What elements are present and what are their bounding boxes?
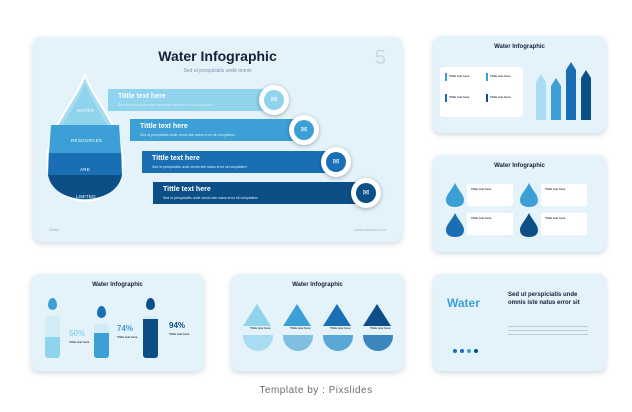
thumb4-percent-3: 94% [169,321,186,330]
thumb2-item-1: Tittle text here [449,74,470,78]
band-3-title: Tittle text here [152,155,200,162]
slide-thumbnail-5[interactable]: Water Infographic Tittle text here Tittl… [231,274,404,371]
main-slide-preview[interactable]: Water Infographic Sed ut perspiciatis un… [33,37,402,242]
water-drop-graphic [45,73,125,203]
thumb5-triangles [243,304,391,326]
thumb2-title: Water Infographic [494,44,545,50]
thumb4-item-2: Tittle text here [117,335,138,339]
band-2-title: Tittle text here [140,123,188,130]
thumb5-item-2: Tittle text here [290,326,311,330]
drop-label-limited: LIMITED [76,194,96,199]
thumb6-headline: Sed ut perspiciatis unde omnis iste natu… [508,292,580,306]
thumb5-item-4: Tittle text here [370,326,391,330]
chat-icon: ✉ [270,95,278,104]
thumb5-title: Water Infographic [292,282,343,288]
thumb3-card-3-title: Tittle text here [545,187,566,191]
chat-icon: ✉ [362,188,370,197]
thumb6-dot [467,349,471,353]
thumb4-item-3: Tittle text here [169,332,190,336]
thumb2-arrow-bars [536,62,591,120]
thumb4-cylinder-3 [143,316,158,358]
thumb6-text-line [508,334,588,335]
thumb2-card: Tittle text here Tittle text here Tittle… [440,67,523,117]
thumb4-percent-2: 74% [117,324,134,333]
thumb3-title: Water Infographic [494,163,545,169]
band-3: Tittle text here Sed ut perspiciatis und… [142,151,348,173]
thumb3-drop-4 [520,213,538,237]
band-4-title: Tittle text here [163,186,211,193]
thumb3-drop-2 [446,213,464,237]
thumb3-card-2-title: Tittle text here [471,216,492,220]
band-1: Tittle text here Sed ut perspiciatis und… [108,89,286,111]
main-slide-subtitle: Sed ut perspiciatis unde omnis [183,68,252,74]
chat-icon: ✉ [300,125,308,134]
thumb2-item-4: Tittle text here [490,95,511,99]
thumb4-item-1: Tittle text here [69,340,90,344]
chat-icon: ✉ [332,157,340,166]
thumb2-item-3: Tittle text here [449,95,470,99]
thumb2-item-2: Tittle text here [490,74,511,78]
thumb3-card-4-title: Tittle text here [545,216,566,220]
thumb6-dot [453,349,457,353]
main-slide-title: Water Infographic [158,48,277,64]
thumb4-percent-1: 50% [69,329,86,338]
band-1-text: Sed ut perspiciatis unde omnis iste natu… [118,103,213,107]
thumb3-card-4: Tittle text here [541,213,587,235]
drop-label-water: WATER [77,108,95,113]
thumb4-drop-icon-3 [146,298,155,310]
template-credit: Template by : Pixslides [259,385,373,396]
slide-thumbnail-6[interactable]: Water Sed ut perspiciatis unde omnis ist… [433,274,606,371]
main-footer-right: www.website.com [354,227,386,232]
thumb5-bowl-4 [363,335,393,351]
slide-thumbnail-2[interactable]: Water Infographic Tittle text here Tittl… [433,36,606,133]
thumb6-dot [460,349,464,353]
thumb4-drop-icon-2 [97,306,106,318]
thumb3-drop-1 [446,183,464,207]
thumb5-item-1: Tittle text here [250,326,271,330]
thumb5-item-3: Tittle text here [330,326,351,330]
thumb6-title: Water [447,296,480,310]
slide-thumbnail-3[interactable]: Water Infographic Tittle text here Tittl… [433,155,606,252]
band-2-text: Sed ut perspiciatis unde omnis iste natu… [140,133,235,137]
band-2-badge: ✉ [289,115,319,145]
thumb4-cylinder-2 [94,324,109,358]
thumb3-card-3: Tittle text here [541,184,587,206]
thumb3-card-2: Tittle text here [467,213,513,235]
drop-label-are: ARE [80,167,91,172]
thumb3-card-1: Tittle text here [467,184,513,206]
band-1-badge: ✉ [259,85,289,115]
band-3-badge: ✉ [321,147,351,177]
band-2: Tittle text here Sed ut perspiciatis und… [130,119,316,141]
thumb5-bowl-3 [323,335,353,351]
thumb3-card-1-title: Tittle text here [471,187,492,191]
thumb6-text-line [508,326,588,327]
page-number: 5 [374,47,386,69]
drop-label-resources: RESOURCES [71,138,103,143]
thumb4-drop-icon-1 [48,298,57,310]
thumb5-bowl-1 [243,335,273,351]
band-4: Tittle text here Sed ut perspiciatis und… [153,182,378,204]
thumb5-bowl-2 [283,335,313,351]
thumb6-dot [474,349,478,353]
band-3-text: Sed ut perspiciatis unde omnis iste natu… [152,165,247,169]
thumb4-title: Water Infographic [92,282,143,288]
slide-thumbnail-4[interactable]: Water Infographic 50% 74% 94% Tittle tex… [31,274,204,371]
thumb3-drop-3 [520,183,538,207]
thumb4-cylinder-1 [45,316,60,358]
band-4-text: Sed ut perspiciatis unde omnis iste natu… [163,196,258,200]
main-footer-left: Water [49,227,60,232]
band-1-title: Tittle text here [118,93,166,100]
band-4-badge: ✉ [351,178,381,208]
thumb6-text-line [508,330,588,331]
